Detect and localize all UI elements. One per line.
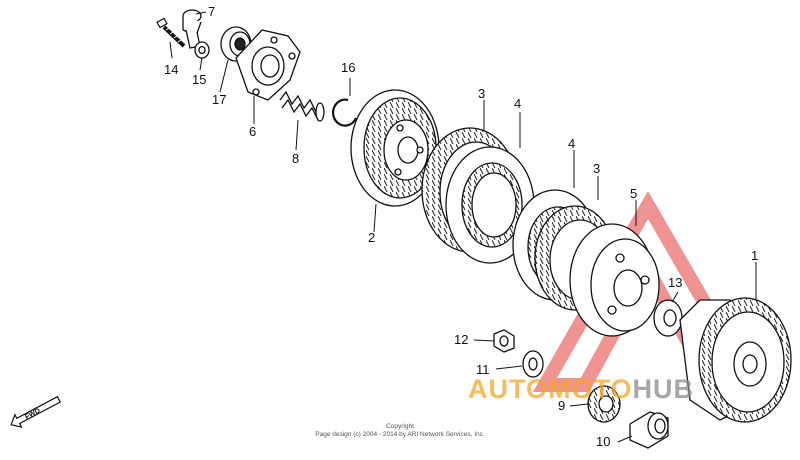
part-8-spring [279, 90, 325, 122]
copyright-notice: Page design (c) 2004 - 2014 by ARI Netwo… [315, 431, 485, 438]
callout-17: 17 [212, 92, 226, 107]
part-11-washer [522, 350, 544, 378]
watermark-part2: HUB [632, 374, 695, 404]
callout-6: 6 [249, 124, 256, 139]
callout-8: 8 [292, 151, 299, 166]
part-7-pivot-bolt [182, 9, 202, 49]
callout-11: 11 [476, 362, 490, 377]
callout-1: 1 [751, 248, 758, 263]
callout-4-upper: 4 [514, 96, 521, 111]
watermark-text: AUTOMOTOHUB [468, 374, 694, 405]
callout-9: 9 [558, 398, 565, 413]
callout-5: 5 [630, 186, 637, 201]
part-12-nut [493, 329, 515, 353]
fwd-label: FWD [24, 407, 41, 421]
callout-15: 15 [192, 72, 206, 87]
copyright-heading: Copyright [386, 423, 414, 430]
part-2-pressure-plate [350, 89, 440, 207]
part-6-lifter-plate [235, 29, 301, 101]
callout-7: 7 [208, 4, 215, 19]
callout-3-upper: 3 [478, 86, 485, 101]
callout-16: 16 [341, 60, 355, 75]
part-16-circlip [331, 98, 358, 127]
callout-14: 14 [164, 62, 178, 77]
forward-direction-arrow-icon: FWD [10, 395, 62, 428]
part-15-washer [194, 41, 210, 59]
watermark-part1: AUTOMOTO [468, 374, 633, 404]
callout-13: 13 [668, 275, 682, 290]
part-9-oil-pump-gear [587, 385, 621, 423]
callout-4-lower: 4 [568, 136, 575, 151]
callout-12: 12 [454, 332, 468, 347]
callout-3-lower: 3 [593, 161, 600, 176]
callout-2: 2 [368, 230, 375, 245]
callout-10: 10 [596, 434, 610, 449]
part-1-clutch-outer [679, 297, 792, 423]
leader-lines [169, 11, 757, 443]
part-4-clutch-plate-upper [445, 146, 535, 264]
part-14-screw [156, 17, 186, 48]
part-5-clutch-center [569, 223, 660, 337]
part-13-thrust-washer [653, 299, 683, 337]
part-10-collar [629, 411, 669, 449]
